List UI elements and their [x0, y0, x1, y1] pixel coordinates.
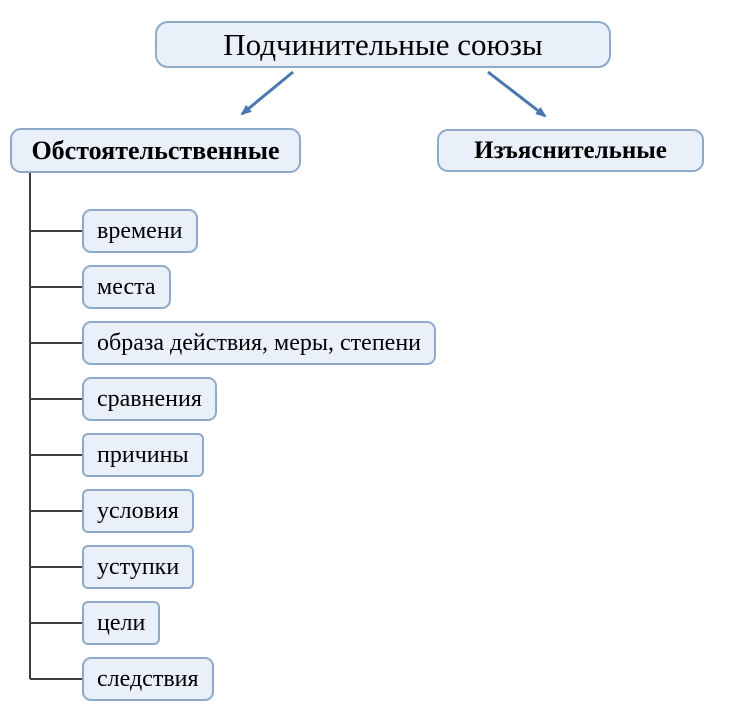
- connector-line: [30, 454, 82, 456]
- connector-line: [30, 286, 82, 288]
- tree-branch-row: причины: [30, 433, 204, 477]
- adverbial-type-list: времени места образа действия, меры, сте…: [30, 209, 436, 701]
- branch-node-adverbial: Обстоятельственные: [10, 128, 301, 173]
- root-node-title: Подчинительные союзы: [155, 21, 611, 68]
- connector-line: [30, 510, 82, 512]
- connector-line: [30, 398, 82, 400]
- tree-node-obraza-deystviya: образа действия, меры, степени: [82, 321, 436, 365]
- tree-branch-row: места: [30, 265, 171, 309]
- tree-branch-row: времени: [30, 209, 198, 253]
- tree-node-tseli: цели: [82, 601, 161, 645]
- connector-line: [30, 566, 82, 568]
- tree-branch-row: следствия: [30, 657, 214, 701]
- tree-branch-row: сравнения: [30, 377, 217, 421]
- connector-line: [30, 622, 82, 624]
- left-arrow: [240, 70, 294, 116]
- tree-node-sledstviya: следствия: [82, 657, 214, 701]
- connector-line: [30, 678, 82, 680]
- tree-node-prichiny: причины: [82, 433, 204, 477]
- tree-branch-row: образа действия, меры, степени: [30, 321, 436, 365]
- branch-node-explanatory: Изъяснительные: [437, 129, 704, 172]
- tree-node-mesta: места: [82, 265, 171, 309]
- tree-branch-row: уступки: [30, 545, 195, 589]
- tree-branch-row: цели: [30, 601, 161, 645]
- tree-node-ustupki: уступки: [82, 545, 195, 589]
- right-arrow: [487, 70, 547, 118]
- connector-line: [30, 342, 82, 344]
- tree-trunk-line: [29, 173, 31, 679]
- tree-node-sravneniya: сравнения: [82, 377, 217, 421]
- tree-node-vremeni: времени: [82, 209, 198, 253]
- tree-node-usloviya: условия: [82, 489, 194, 533]
- connector-line: [30, 230, 82, 232]
- tree-branch-row: условия: [30, 489, 194, 533]
